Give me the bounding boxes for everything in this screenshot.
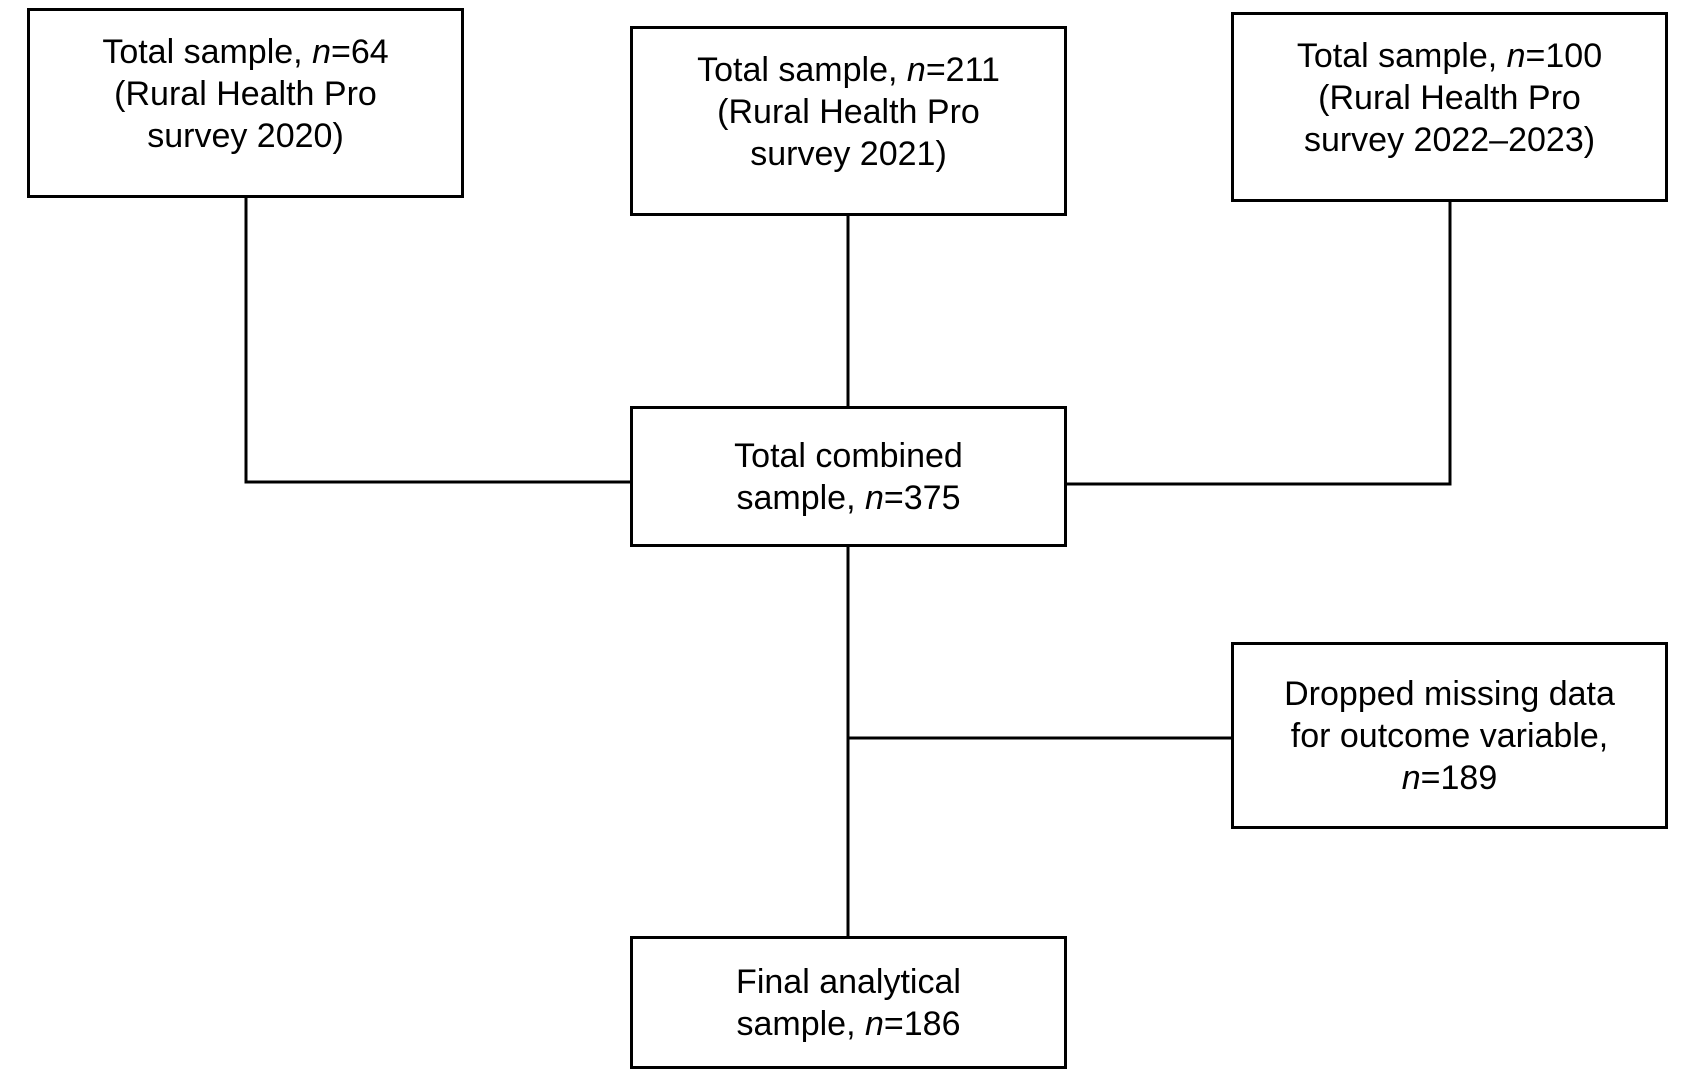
- n-symbol: n: [312, 33, 331, 71]
- box-survey-2021: Total sample, n=211 (Rural Health Pro su…: [630, 26, 1067, 216]
- box-dropped-missing: Dropped missing data for outcome variabl…: [1231, 642, 1668, 829]
- n-symbol: n: [1506, 37, 1526, 75]
- survey-name: (Rural Health Pro: [717, 93, 980, 131]
- label-prefix: sample,: [736, 1004, 865, 1043]
- label-prefix: Total sample,: [1296, 37, 1507, 75]
- box-final-sample: Final analytical sample, n=186: [630, 936, 1067, 1069]
- dropped-label-line1: Dropped missing data: [1284, 674, 1615, 713]
- sample-count: =186: [883, 1004, 961, 1043]
- connector-2022-to-combined: [1065, 200, 1452, 486]
- survey-year: survey 2021): [750, 135, 947, 173]
- box-combined-sample: Total combined sample, n=375: [630, 406, 1067, 547]
- survey-year: survey 2020): [147, 117, 344, 155]
- box-combined-sample-text: Total combined sample, n=375: [734, 435, 963, 519]
- box-survey-2020-text: Total sample, n=64 (Rural Health Pro sur…: [102, 31, 388, 157]
- dropped-label-line2: for outcome variable,: [1290, 716, 1609, 755]
- final-label: Final analytical: [736, 962, 961, 1001]
- box-survey-2021-text: Total sample, n=211 (Rural Health Pro su…: [697, 49, 1000, 175]
- label-prefix: Total sample,: [697, 51, 907, 89]
- n-symbol: n: [864, 1004, 884, 1043]
- box-final-sample-text: Final analytical sample, n=186: [736, 961, 961, 1045]
- survey-year: survey 2022–2023): [1303, 121, 1596, 159]
- box-survey-2022-2023-text: Total sample, n=100 (Rural Health Pro su…: [1297, 35, 1602, 161]
- sample-count: =375: [883, 478, 961, 517]
- n-symbol: n: [864, 478, 884, 517]
- sample-count: =189: [1420, 758, 1498, 797]
- box-dropped-missing-text: Dropped missing data for outcome variabl…: [1284, 673, 1615, 799]
- n-symbol: n: [1401, 758, 1421, 797]
- n-symbol: n: [906, 51, 926, 89]
- box-survey-2022-2023: Total sample, n=100 (Rural Health Pro su…: [1231, 12, 1668, 202]
- sample-count: =211: [925, 51, 1000, 89]
- label-prefix: sample,: [736, 478, 865, 517]
- sample-count: =64: [331, 33, 389, 71]
- box-survey-2020: Total sample, n=64 (Rural Health Pro sur…: [27, 8, 464, 198]
- survey-name: (Rural Health Pro: [114, 75, 377, 113]
- sample-count: =100: [1525, 37, 1603, 75]
- connector-2020-to-combined: [244, 196, 632, 484]
- label-prefix: Total sample,: [102, 33, 313, 71]
- survey-name: (Rural Health Pro: [1318, 79, 1581, 117]
- combined-label: Total combined: [734, 436, 963, 475]
